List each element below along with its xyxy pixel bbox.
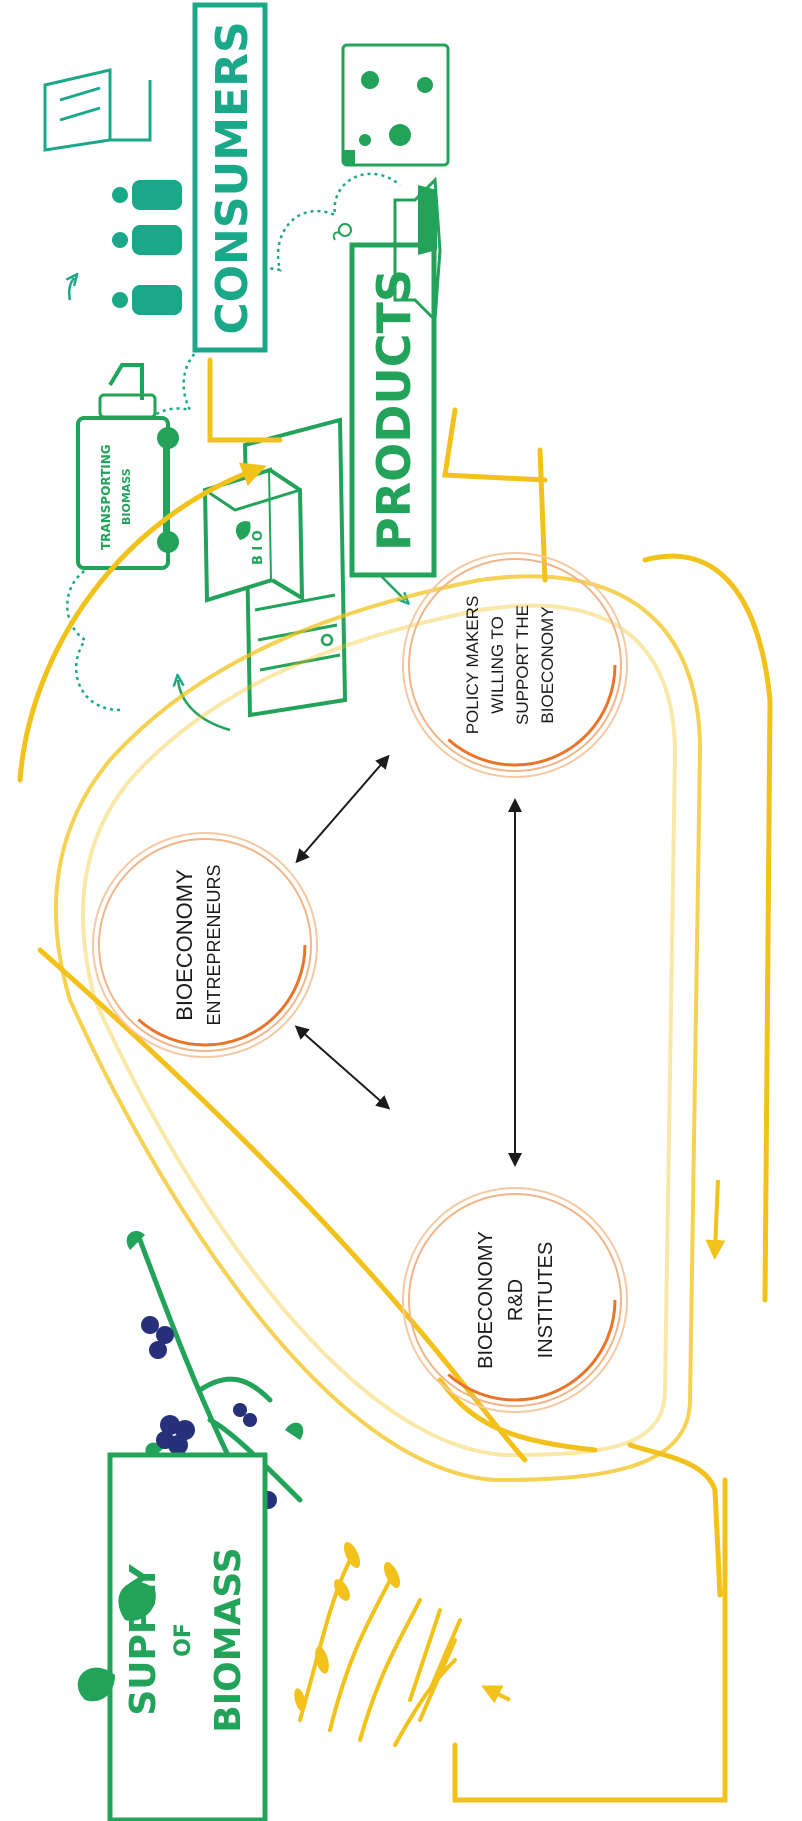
wheat-icon (298, 1558, 462, 1747)
policy-line3: SUPPORT THE (513, 605, 532, 725)
truck-label: TRANSPORTING (99, 444, 113, 550)
products-label: PRODUCTS (367, 269, 421, 551)
consumers-box (192, 2, 268, 353)
juice-carton-icon (341, 43, 450, 167)
cloud-outline-icon (66, 172, 401, 712)
policy-line2: WILLING TO (488, 616, 507, 714)
wheat-heads-icon (294, 1542, 401, 1712)
actor-policy: POLICY MAKERS WILLING TO SUPPORT THE BIO… (402, 552, 628, 778)
policy-line4: BIOECONOMY (538, 606, 557, 723)
products-box (349, 242, 437, 578)
rnd-line1: BIOECONOMY (475, 1231, 497, 1369)
actor-entrepreneurs: BIOECONOMY ENTREPRENEURS (92, 832, 318, 1058)
leaf-icon (77, 1581, 156, 1702)
rnd-line2: R&D (505, 1279, 527, 1321)
actor-rnd: BIOECONOMY R&D INSTITUTES (402, 1187, 628, 1413)
crate-label: B I O (251, 530, 266, 565)
yellow-flow (17, 357, 773, 1803)
consumers-label: CONSUMERS (207, 21, 258, 334)
leaf-icon (235, 521, 251, 540)
person-icon (112, 180, 182, 315)
yellow-arrow-bottom-icon (481, 1685, 511, 1704)
cloud-arrow-icon (178, 680, 231, 732)
supply-line2: OF (171, 1623, 196, 1657)
flask-icon (332, 176, 442, 324)
supply-box (107, 1452, 268, 1821)
crate-icon: B I O (202, 467, 305, 603)
truck-label-2: BIOMASS (120, 468, 133, 525)
entrepreneurs-line1: BIOECONOMY (172, 869, 197, 1021)
policy-line1: POLICY MAKERS (463, 596, 482, 735)
rnd-line3: INSTITUTES (535, 1242, 557, 1359)
shopping-cart-icon (43, 68, 152, 152)
supply-line3: BIOMASS (208, 1547, 249, 1732)
connector-entrepreneurs-rnd (294, 1025, 391, 1110)
connector-entrepreneurs-policy (295, 754, 390, 864)
cloud-arrow-top-icon (69, 278, 74, 301)
yellow-arrow-icon (705, 1179, 726, 1260)
truck-icon: TRANSPORTING BIOMASS (76, 363, 179, 570)
yellow-loop (53, 574, 703, 1483)
entrepreneurs-line2: ENTREPRENEURS (204, 864, 224, 1025)
